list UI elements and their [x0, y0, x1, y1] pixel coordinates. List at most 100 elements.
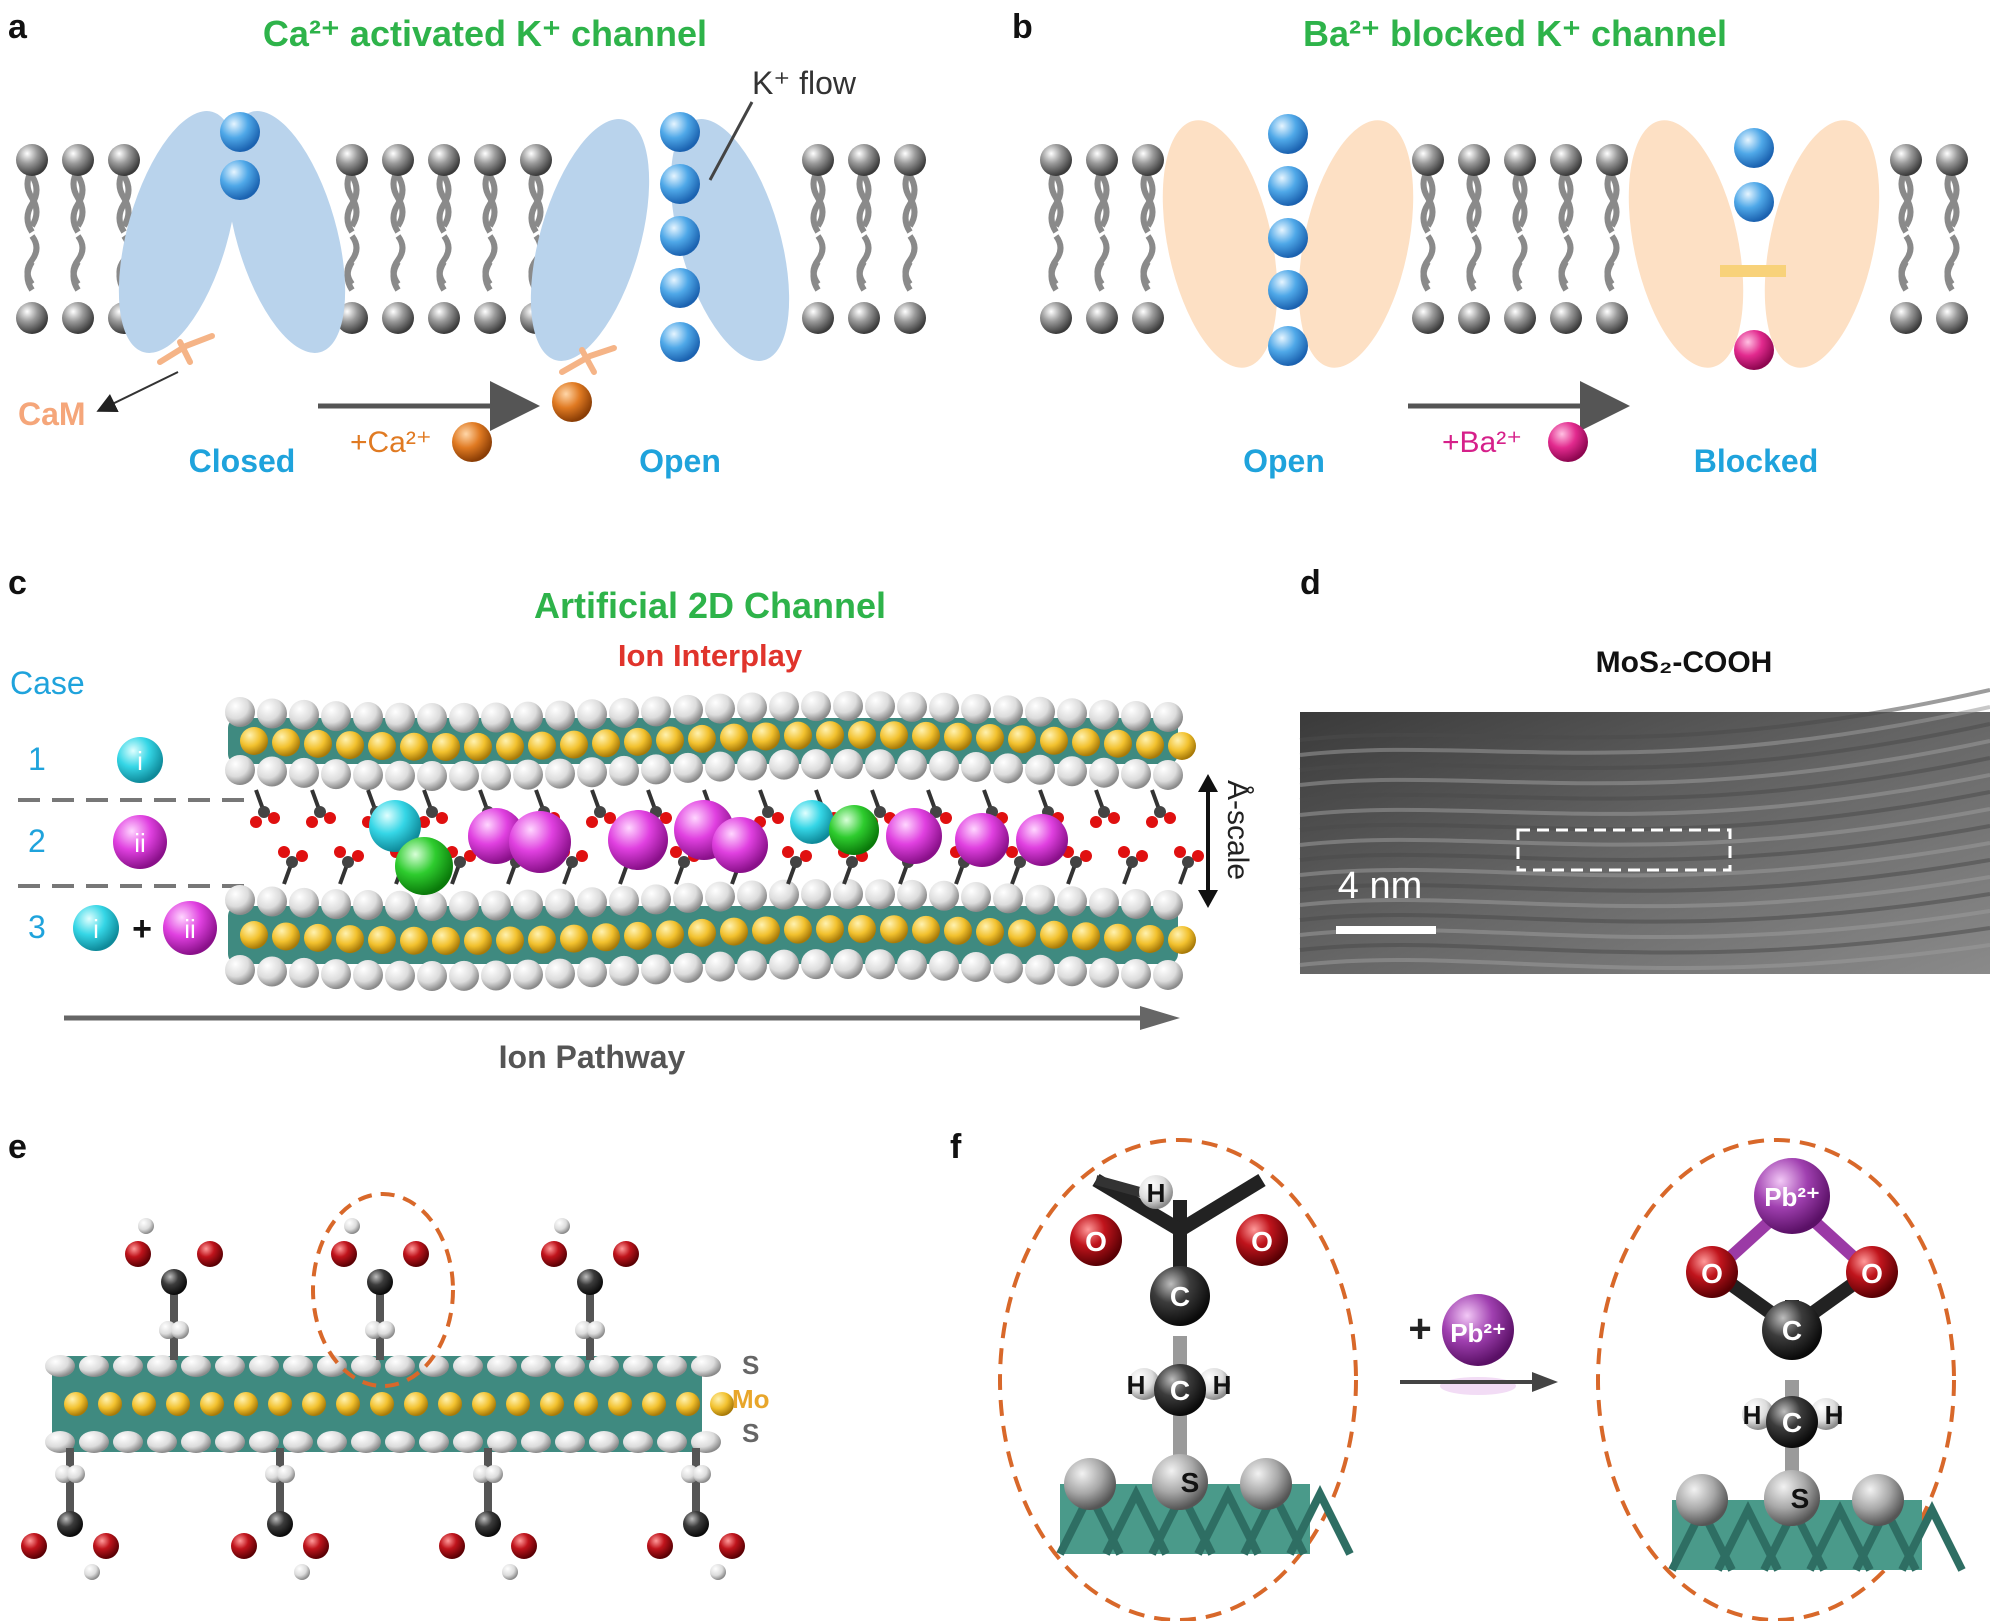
h-atom: [1128, 1368, 1160, 1400]
mo-atom: [528, 925, 556, 954]
fringe: [1299, 773, 1990, 817]
s-atom: [113, 1431, 143, 1453]
o-atom: [772, 812, 784, 824]
s-atom: [385, 960, 415, 991]
lipid-head: [1132, 144, 1164, 176]
s-atom: [641, 884, 671, 915]
s-atom: [577, 887, 607, 918]
channel-subunit-right: [670, 119, 790, 361]
h-atom: [277, 1465, 295, 1483]
lipid-tail: [1140, 174, 1156, 286]
s-atom: [321, 959, 351, 990]
s-atom: [521, 1431, 551, 1453]
s-atom: [673, 694, 703, 725]
s-atom: [317, 1355, 347, 1377]
c-atom: [454, 856, 466, 868]
lipid-head: [62, 302, 94, 334]
s-atom: [993, 883, 1023, 914]
o-atom: [1846, 1246, 1898, 1298]
s-atom: [577, 957, 607, 988]
s-atom: [577, 699, 607, 730]
mo-atom: [676, 1392, 700, 1416]
layer-s-bottom: S: [742, 1418, 759, 1448]
panel-b: b Ba²⁺ blocked K⁺ channel Open +Ba²⁺ Blo…: [1012, 8, 1968, 479]
lipid-head: [428, 302, 460, 334]
channel-subunit-left: [1162, 120, 1278, 368]
s-atom: [385, 702, 415, 733]
mo-atom: [1040, 920, 1068, 949]
s-atom: [351, 1355, 381, 1377]
mo-atom: [166, 1392, 190, 1416]
s-atom: [555, 1355, 585, 1377]
s-atom: [705, 751, 735, 782]
k-ion: [660, 268, 700, 308]
mo-atom: [400, 732, 428, 761]
c-atom: [762, 806, 774, 818]
s-atom: [705, 951, 735, 982]
fringe: [1299, 756, 1990, 802]
s-atom: [1153, 701, 1183, 732]
mo-atom: [234, 1392, 258, 1416]
mo-atom: [976, 917, 1004, 946]
membrane-a: [16, 144, 926, 334]
fringe: [1299, 807, 1990, 847]
s-atom: [641, 754, 671, 785]
state-blocked: Blocked: [1694, 443, 1818, 479]
s-atom: [513, 759, 543, 790]
channel-subunit-left: [1628, 120, 1744, 368]
s-atom: [351, 1431, 381, 1453]
s-atom: [929, 880, 959, 911]
lipid-head: [62, 144, 94, 176]
atom-pb: Pb²⁺: [1764, 1182, 1820, 1212]
s-atom: [1057, 956, 1087, 987]
s-atom: [673, 752, 703, 783]
atom-s: S: [1791, 1483, 1810, 1514]
s-atom: [1764, 1470, 1820, 1526]
product-ellipse: [1596, 1138, 1956, 1621]
s-atom: [993, 695, 1023, 726]
s-atom: [545, 958, 575, 989]
mo-atom: [368, 926, 396, 955]
s-atom: [79, 1431, 109, 1453]
lipid-head: [1596, 302, 1628, 334]
lipid-head: [474, 144, 506, 176]
mo-atom: [1168, 925, 1196, 954]
lipid-head: [848, 144, 880, 176]
fringe: [1299, 722, 1990, 772]
o-atom: [541, 1241, 567, 1267]
mo-atom: [464, 732, 492, 761]
mo-atom: [272, 728, 300, 757]
atom-c: C: [1170, 1281, 1190, 1312]
k-ion: [1268, 326, 1308, 366]
mo-atom: [912, 721, 940, 750]
lipid-head: [1412, 302, 1444, 334]
s-atom: [513, 701, 543, 732]
s-atom: [385, 1355, 415, 1377]
s-atom: [449, 890, 479, 921]
c-atom: [1014, 856, 1026, 868]
s-atom: [801, 879, 831, 910]
panel-c-title: Artificial 2D Channel: [534, 585, 886, 626]
mo-atom: [368, 732, 396, 761]
s-atom: [833, 749, 863, 780]
mo-atom: [404, 1392, 428, 1416]
s-atom: [929, 692, 959, 723]
mo-atom: [784, 915, 812, 944]
s-atom: [1240, 1458, 1292, 1510]
mo-atom: [624, 921, 652, 950]
o-atom: [670, 846, 682, 858]
s-atom: [801, 691, 831, 722]
c-atom: [594, 806, 606, 818]
lipid-tail: [436, 174, 452, 286]
c-atom: [267, 1511, 293, 1537]
s-atom: [769, 949, 799, 980]
o-atom: [331, 1241, 357, 1267]
s-atom: [1121, 758, 1151, 789]
k-ion: [1268, 114, 1308, 154]
s-atom: [545, 888, 575, 919]
s-atom: [737, 880, 767, 911]
s-atom: [1153, 759, 1183, 790]
s-atom: [929, 750, 959, 781]
lipid-head: [336, 144, 368, 176]
case-header: Case: [10, 665, 85, 701]
